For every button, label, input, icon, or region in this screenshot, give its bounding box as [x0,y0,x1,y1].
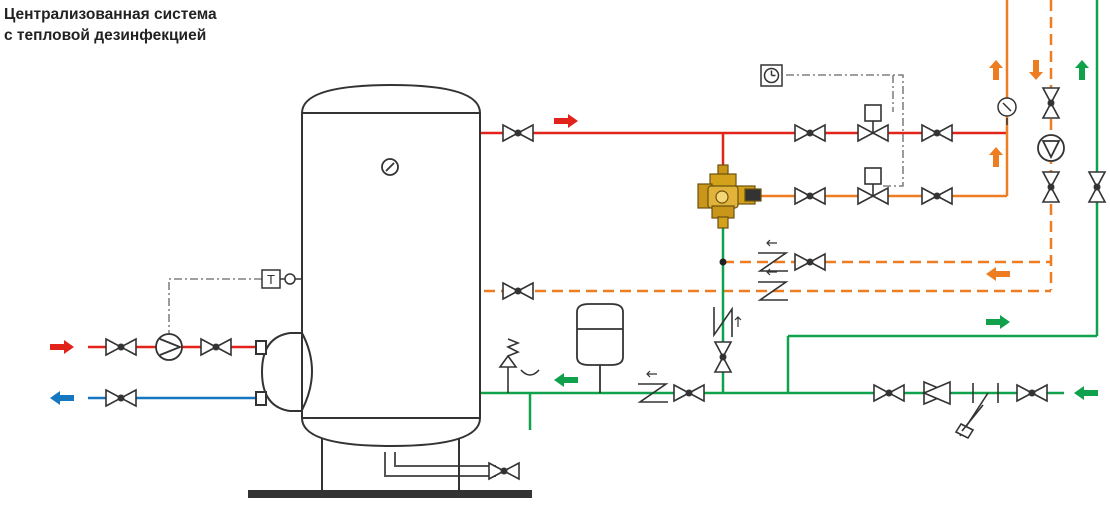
solenoid-valve-icon [864,167,882,196]
drain-pipeline [384,452,496,477]
check-valve-layer [637,239,789,403]
title-line-2: с тепловой дезинфекцией [4,27,207,44]
tank-gauge-icon [381,158,399,176]
ball-valve-icon [1041,87,1061,119]
ball-valve-icon [921,123,953,143]
flow-arrow-icon [989,60,1003,80]
circulation-pump-icon [1037,134,1065,162]
circulation-return-dashed [484,0,1053,293]
flow-arrow-icon [1074,386,1098,400]
storage-tank [248,83,532,498]
title-line-1: Централизованная система [4,6,217,23]
ball-valve-icon [200,337,232,357]
check-valve-icon [713,306,742,338]
junction-dot [719,258,727,266]
valve-layer [105,87,1107,481]
flow-arrow-layer [50,60,1098,405]
ball-valve-icon [1041,171,1061,203]
flow-arrow-icon [986,315,1010,329]
flow-arrow-icon [1029,60,1043,80]
expansion-vessel-icon [576,303,624,393]
timer-icon [760,64,783,87]
ball-valve-icon [105,337,137,357]
temperature-sensor-icon: Т [261,269,302,289]
heating-pump-icon [155,333,183,361]
flow-arrow-icon [50,340,74,354]
ball-valve-icon [1087,171,1107,203]
ball-valve-icon [794,186,826,206]
ball-valve-icon [873,383,905,403]
pressure-gauge-icon [997,97,1017,125]
check-valve-icon [757,268,789,301]
main-check-valve-icon [921,380,953,406]
ball-valve-icon [794,123,826,143]
flow-arrow-icon [554,114,578,128]
hot-water-pipeline [88,131,1008,349]
ball-valve-icon [921,186,953,206]
heat-exchanger-flange [255,332,303,412]
solenoid-valve-icon [864,104,882,133]
flow-arrow-icon [986,267,1010,281]
ball-valve-icon [488,461,520,481]
diagram-title: Централизованная система с тепловой дези… [4,4,217,46]
check-valve-icon [637,370,669,403]
ball-valve-icon [502,123,534,143]
ball-valve-icon [502,281,534,301]
thermostatic-mixing-valve-icon [697,164,762,229]
thermostat-label: Т [267,272,275,287]
flow-arrow-icon [554,373,578,387]
ball-valve-icon [713,341,733,373]
check-valve-icon [757,239,789,272]
cold-water-pipeline [480,0,1099,430]
filter-icon [954,383,999,440]
ball-valve-icon [673,383,705,403]
safety-valve-icon [498,338,540,393]
ball-valve-icon [1016,383,1048,403]
flow-arrow-icon [1075,60,1089,80]
flow-arrow-icon [989,147,1003,167]
circulation-pipeline [755,0,1009,198]
ball-valve-icon [794,252,826,272]
flow-arrow-icon [50,391,74,405]
ball-valve-icon [105,388,137,408]
control-wiring [168,74,904,335]
